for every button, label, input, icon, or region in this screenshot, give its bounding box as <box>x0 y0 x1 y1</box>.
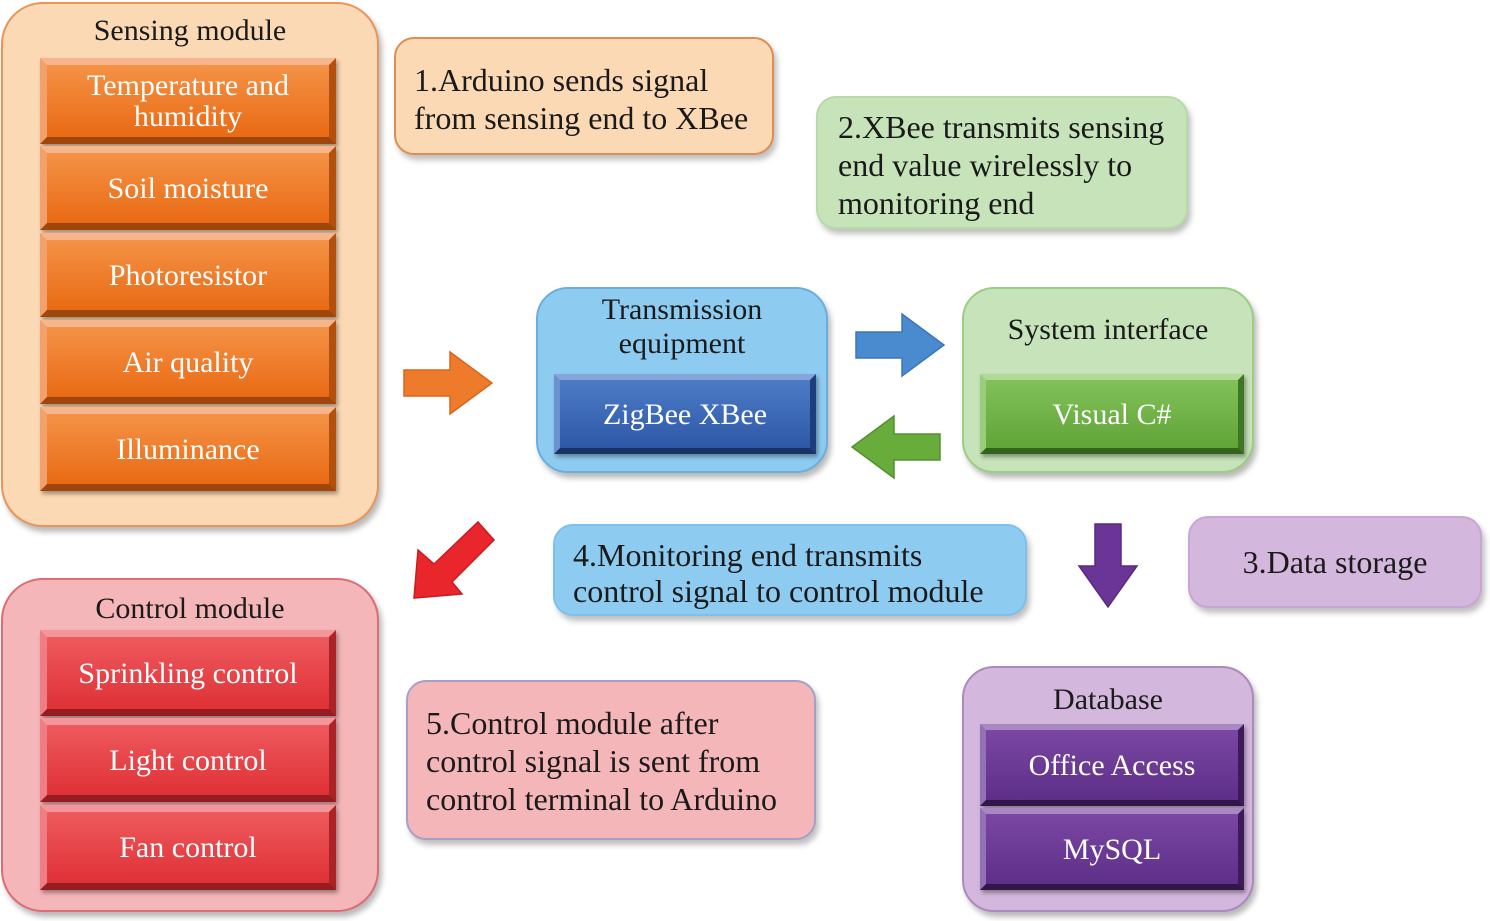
step-1-line2: from sensing end to XBee <box>414 100 749 136</box>
sensing-item-temperature-humidity-line2: humidity <box>133 100 243 133</box>
step-4-line2: control signal to control module <box>573 573 984 609</box>
zigbee-xbee-block: ZigBee XBee <box>554 374 816 454</box>
step-2-note: 2.XBee transmits sensing end value wirel… <box>816 96 1188 229</box>
control-item-sprinkling: Sprinkling control <box>40 630 336 716</box>
sensing-item-temperature-humidity-line1: Temperature and <box>87 69 289 102</box>
transmission-title-line2: equipment <box>618 327 746 360</box>
database-title: Database <box>1053 683 1163 716</box>
visual-csharp-block: Visual C# <box>980 374 1244 454</box>
sensing-module-title: Sensing module <box>93 14 287 47</box>
arrow-sensing-to-transmission-icon <box>403 350 494 416</box>
step-4-note: 4.Monitoring end transmits control signa… <box>553 524 1027 616</box>
step-3-line1: 3.Data storage <box>1242 544 1428 580</box>
step-1-note: 1.Arduino sends signal from sensing end … <box>394 37 774 155</box>
step-5-line1: 5.Control module after <box>426 705 719 741</box>
step-2-line2: end value wirelessly to <box>838 147 1133 183</box>
sensing-item-photoresistor: Photoresistor <box>40 233 336 317</box>
transmission-title-line1: Transmission <box>601 293 763 326</box>
arrow-transmission-to-control-icon <box>413 520 496 599</box>
sensing-item-air-quality: Air quality <box>40 320 336 404</box>
sensing-item-soil-moisture: Soil moisture <box>40 146 336 230</box>
step-3-note: 3.Data storage <box>1188 516 1482 608</box>
step-2-line3: monitoring end <box>838 185 1035 221</box>
sensing-item-illuminance: Illuminance <box>40 407 336 491</box>
database-item-mysql: MySQL <box>980 808 1244 890</box>
step-5-line2: control signal is sent from <box>426 743 761 779</box>
control-module-title: Control module <box>95 592 285 625</box>
database-item-office-access: Office Access <box>980 724 1244 806</box>
control-item-fan: Fan control <box>40 805 336 890</box>
step-4-line1: 4.Monitoring end transmits <box>573 537 923 573</box>
system-interface-title: System interface <box>1007 313 1209 346</box>
arrow-interface-to-database-icon <box>1077 523 1139 609</box>
arrow-transmission-to-interface-icon <box>855 312 946 378</box>
step-2-line1: 2.XBee transmits sensing <box>838 109 1165 145</box>
control-item-light: Light control <box>40 718 336 802</box>
step-5-line3: control terminal to Arduino <box>426 781 778 817</box>
step-5-note: 5.Control module after control signal is… <box>406 680 816 840</box>
step-1-line1: 1.Arduino sends signal <box>414 62 709 98</box>
arrow-interface-to-transmission-icon <box>850 414 941 480</box>
sensing-item-temperature-humidity: Temperature and humidity <box>40 58 336 144</box>
